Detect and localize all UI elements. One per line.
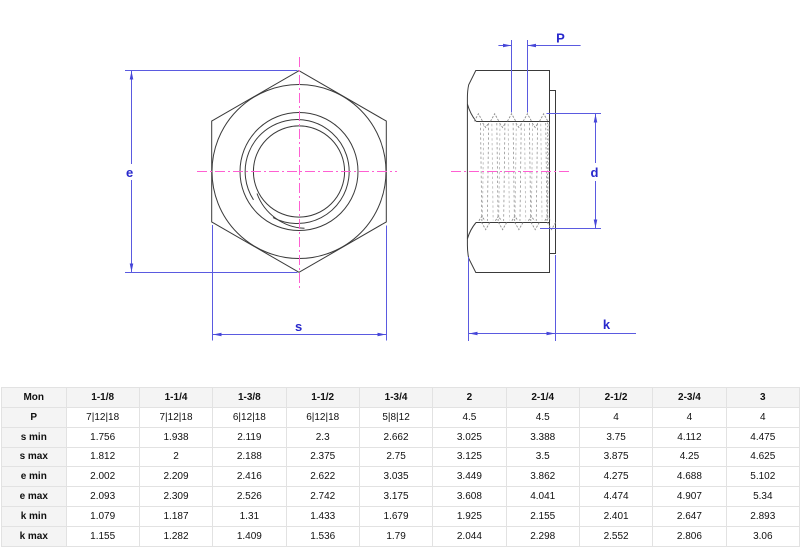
- svg-text:s: s: [295, 319, 302, 334]
- svg-text:k: k: [603, 317, 611, 332]
- svg-text:P: P: [556, 31, 565, 46]
- svg-text:e: e: [126, 165, 133, 180]
- svg-text:d: d: [591, 165, 599, 180]
